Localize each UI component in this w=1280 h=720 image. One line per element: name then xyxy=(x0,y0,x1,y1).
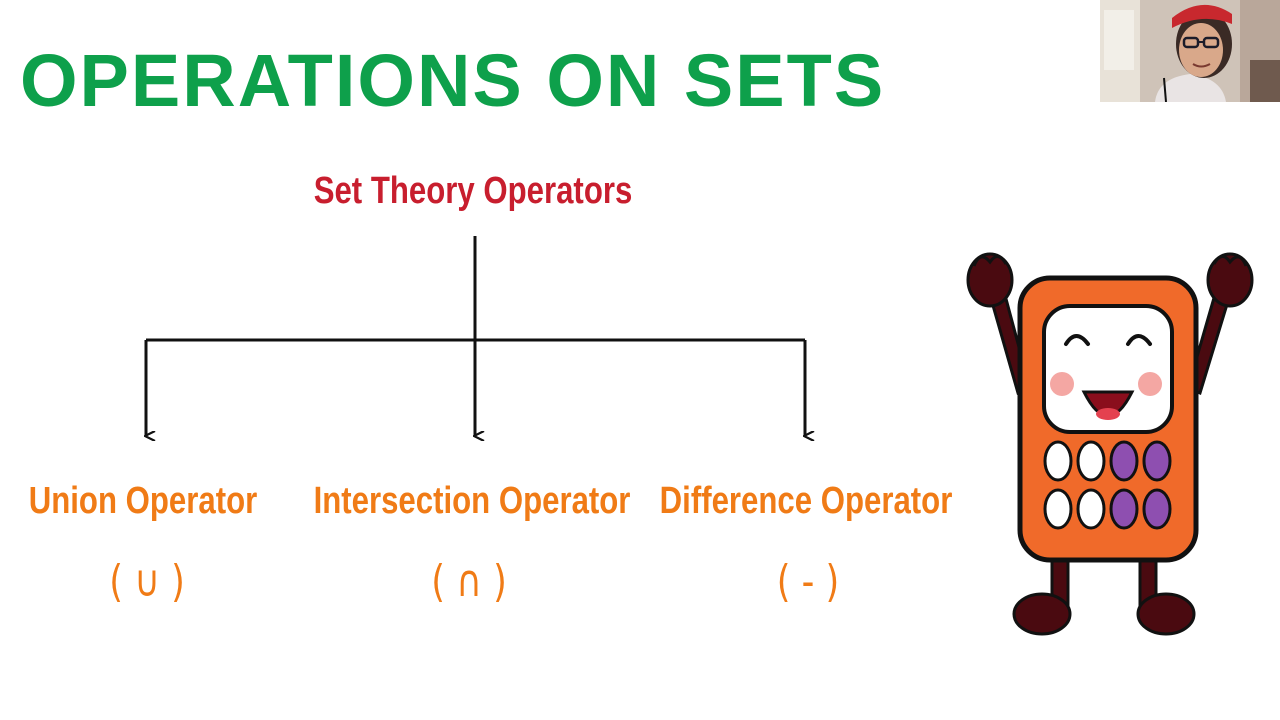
webcam-image xyxy=(1100,0,1280,102)
difference-operator-label: Difference Operator xyxy=(659,480,953,522)
difference-symbol: ( - ) xyxy=(776,556,840,607)
slide-title: OPERATIONS ON SETS xyxy=(20,39,886,122)
presenter-webcam xyxy=(1100,0,1280,102)
union-symbol: ( ∪ ) xyxy=(109,556,185,607)
union-operator-label: Union Operator xyxy=(28,480,258,522)
intersection-symbol: ( ∩ ) xyxy=(431,556,507,607)
root-node-label: Set Theory Operators xyxy=(313,170,633,212)
intersection-operator-label: Intersection Operator xyxy=(313,480,631,522)
calculator-mascot-icon xyxy=(966,252,1254,636)
